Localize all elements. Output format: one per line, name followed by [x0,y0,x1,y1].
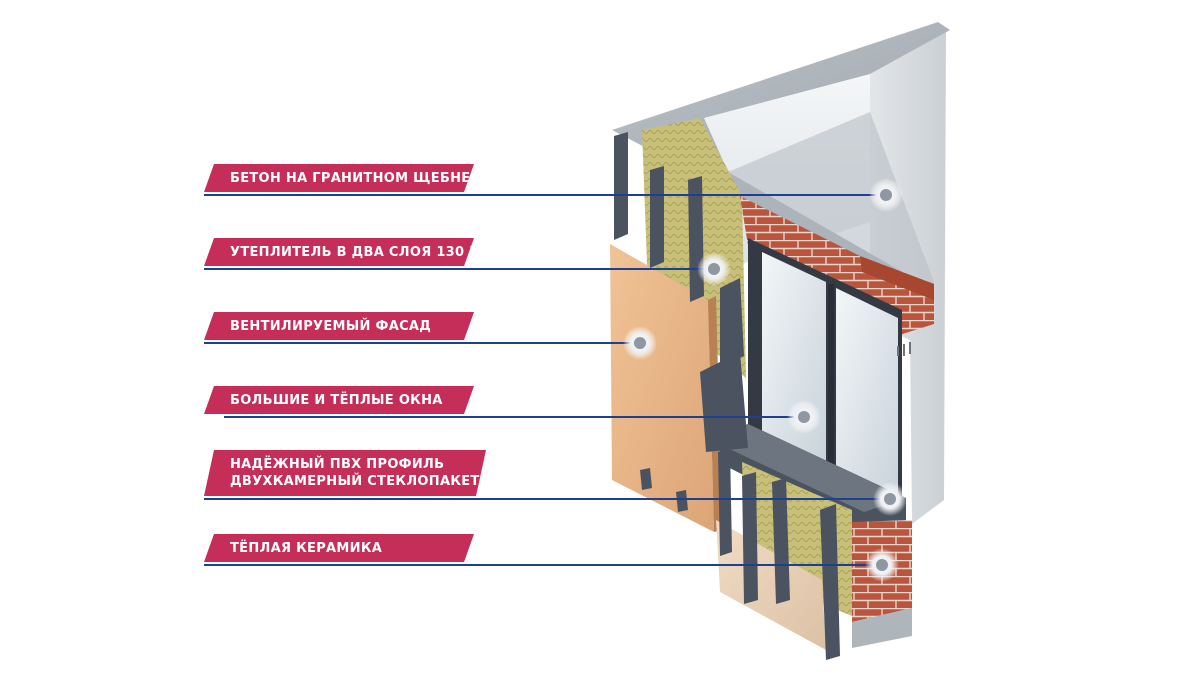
callout-marker-warm-ceramic [876,559,888,571]
callout-label-insulation: УТЕПЛИТЕЛЬ В ДВА СЛОЯ 130 ММ [230,244,496,261]
callout-marker-concrete [880,189,892,201]
callout-text-line: БОЛЬШИЕ И ТЁПЛЫЕ ОКНА [230,392,443,408]
callout-banner-concrete [204,164,474,192]
metal-profiles-upper [614,132,748,452]
callout-label-warm-ceramic: ТЁПЛАЯ КЕРАМИКА [230,540,382,557]
concrete-slab-face [728,112,934,300]
callout-text-line: ТЁПЛАЯ КЕРАМИКА [230,540,383,556]
callout-banner-insulation [204,238,474,266]
concrete-footing [852,608,912,648]
callout-marker-pvc-profile [884,493,896,505]
callout-text-line: УТЕПЛИТЕЛЬ В ДВА СЛОЯ 130 ММ [230,244,496,260]
callout-text-line: НАДЁЖНЫЙ ПВХ ПРОФИЛЬ [230,457,445,472]
callout-text-line: ДВУХКАМЕРНЫЙ СТЕКЛОПАКЕТ [230,474,480,489]
callout-banner-windows [204,386,474,414]
callout-label-ventilated-facade: ВЕНТИЛИРУЕМЫЙ ФАСАД [230,318,431,335]
callout-banner-ventilated-facade [204,312,474,340]
window-sill-top [706,424,906,512]
callout-text-line: БЕТОН НА ГРАНИТНОМ ЩЕБНЕ [230,170,471,186]
callout-banner-pvc-profile [204,450,486,496]
window-glass-right [836,288,898,500]
callout-text-line: ВЕНТИЛИРУЕМЫЙ ФАСАД [230,318,432,334]
metal-profiles-lower [640,448,840,660]
callout-marker-windows [798,411,810,423]
callout-banner-warm-ceramic [204,534,474,562]
brick-upper-side [860,256,934,300]
callout-label-pvc-profile: НАДЁЖНЫЙ ПВХ ПРОФИЛЬ ДВУХКАМЕРНЫЙ СТЕКЛОП… [230,456,480,490]
wall-brackets [897,342,911,356]
callout-label-windows: БОЛЬШИЕ И ТЁПЛЫЕ ОКНА [230,392,443,409]
window-glass-left [762,252,826,464]
facade-panel-upper [610,244,714,532]
callout-label-concrete: БЕТОН НА ГРАНИТНОМ ЩЕБНЕ [230,170,470,187]
callout-marker-ventilated-facade [634,337,646,349]
callout-marker-insulation [708,263,720,275]
